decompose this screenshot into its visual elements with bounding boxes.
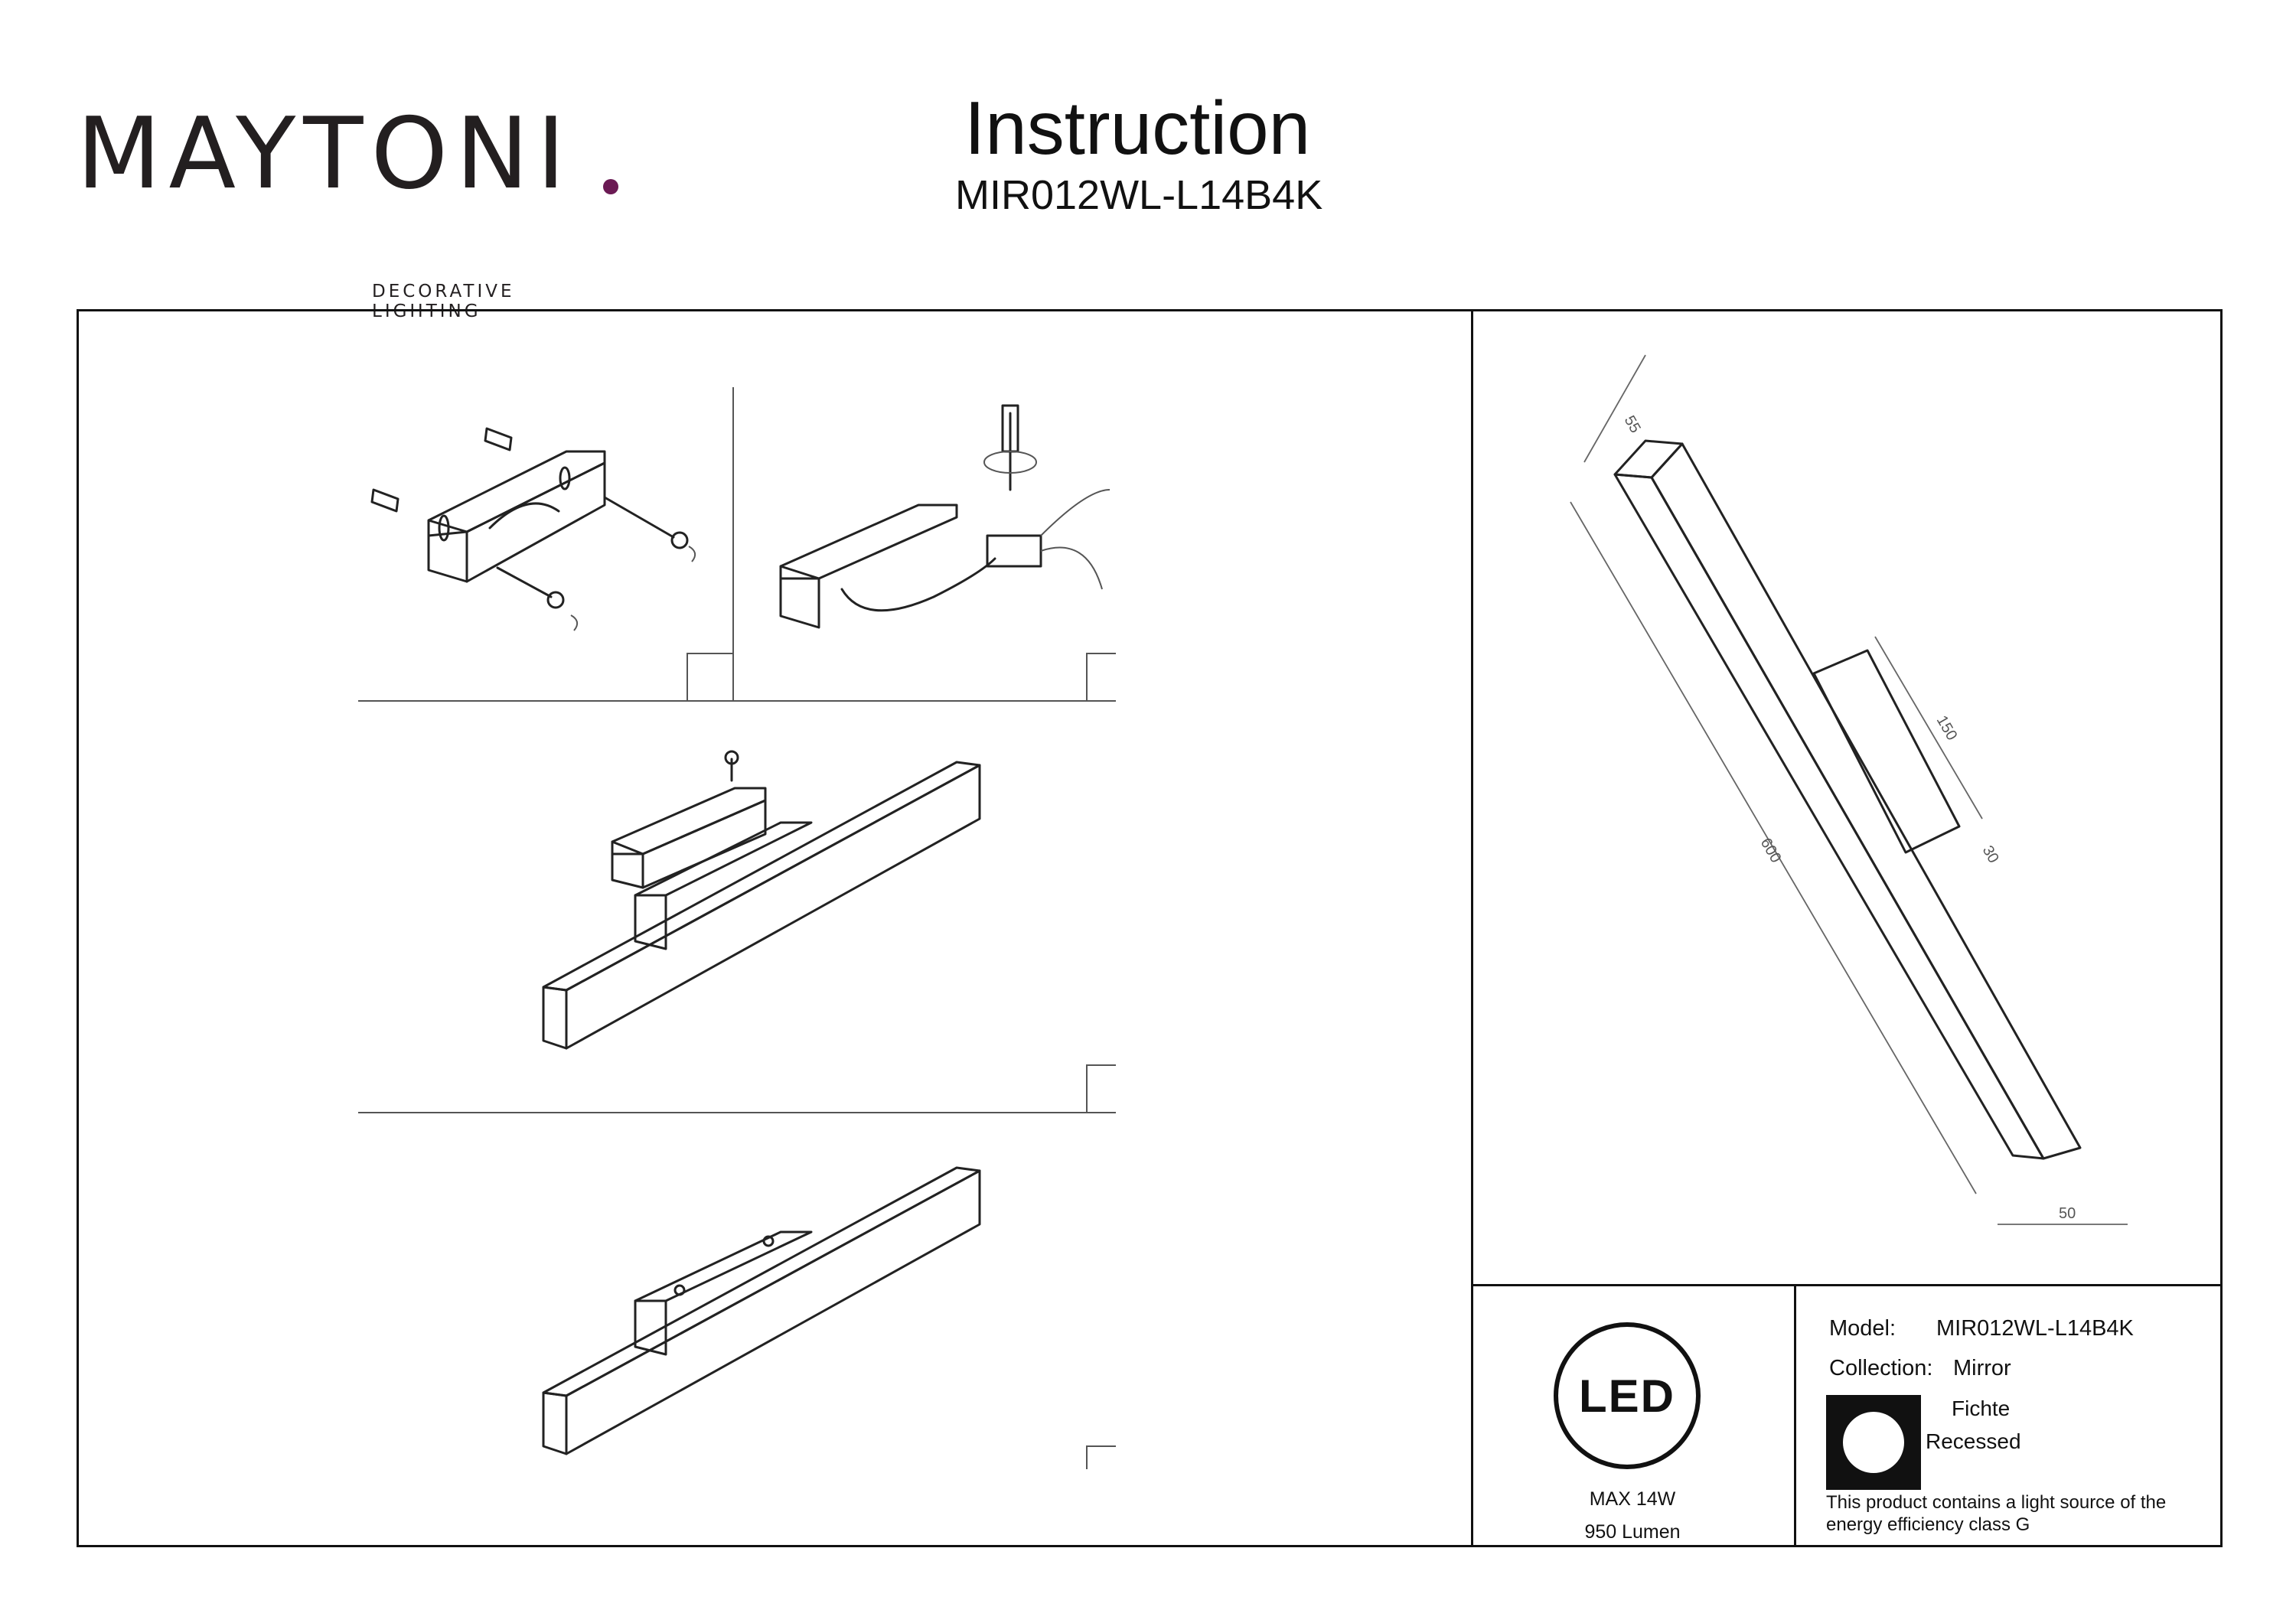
divider-vertical-info xyxy=(1794,1284,1796,1547)
divider-vertical xyxy=(1471,309,1473,1547)
divider-horizontal xyxy=(1471,1284,2223,1286)
recessed-mount-dot xyxy=(1843,1412,1904,1473)
recessed-mount-icon xyxy=(1826,1395,1921,1490)
mount-note-2: Recessed xyxy=(1926,1429,2021,1453)
page-title: Instruction xyxy=(964,86,1311,170)
brand-tagline: DECORATIVE LIGHTING xyxy=(372,282,515,321)
brand-logo: MAYTONI DECORATIVE LIGHTING xyxy=(77,84,618,321)
instruction-frame xyxy=(77,309,2223,1547)
dim-bracket-length: 150 xyxy=(1933,713,1961,744)
brand-name: MAYTONI xyxy=(77,97,573,211)
spec-model-label: Model: xyxy=(1829,1316,1896,1341)
step-panels xyxy=(358,387,1116,1469)
model-heading: MIR012WL-L14B4K xyxy=(955,172,1323,218)
brand-dot-icon xyxy=(603,179,618,194)
led-label: LED xyxy=(1579,1370,1675,1422)
spec-collection-value: Mirror xyxy=(1953,1356,2011,1380)
dim-depth: 55 xyxy=(1621,413,1644,436)
spec-collection-label: Collection: xyxy=(1829,1356,1933,1380)
dim-width: 50 xyxy=(2059,1205,2076,1222)
step3-attach-fixture xyxy=(542,750,981,1050)
led-lumens: 950 Lumen xyxy=(1584,1521,1681,1543)
dim-length: 600 xyxy=(1757,836,1785,866)
dim-bracket-offset: 30 xyxy=(1979,843,2002,866)
step2-wiring xyxy=(779,404,1110,629)
step1-bracket-mounting xyxy=(370,427,696,631)
spec-model-value: MIR012WL-L14B4K xyxy=(1936,1316,2134,1341)
led-icon xyxy=(1554,1322,1701,1469)
step4-finished-fixture xyxy=(542,1166,981,1455)
led-power: MAX 14W xyxy=(1589,1488,1676,1510)
mount-note-1: Fichte xyxy=(1952,1396,2011,1420)
dimension-drawing xyxy=(1570,354,2128,1225)
energy-class-text: This product contains a light source of … xyxy=(1826,1492,2167,1535)
